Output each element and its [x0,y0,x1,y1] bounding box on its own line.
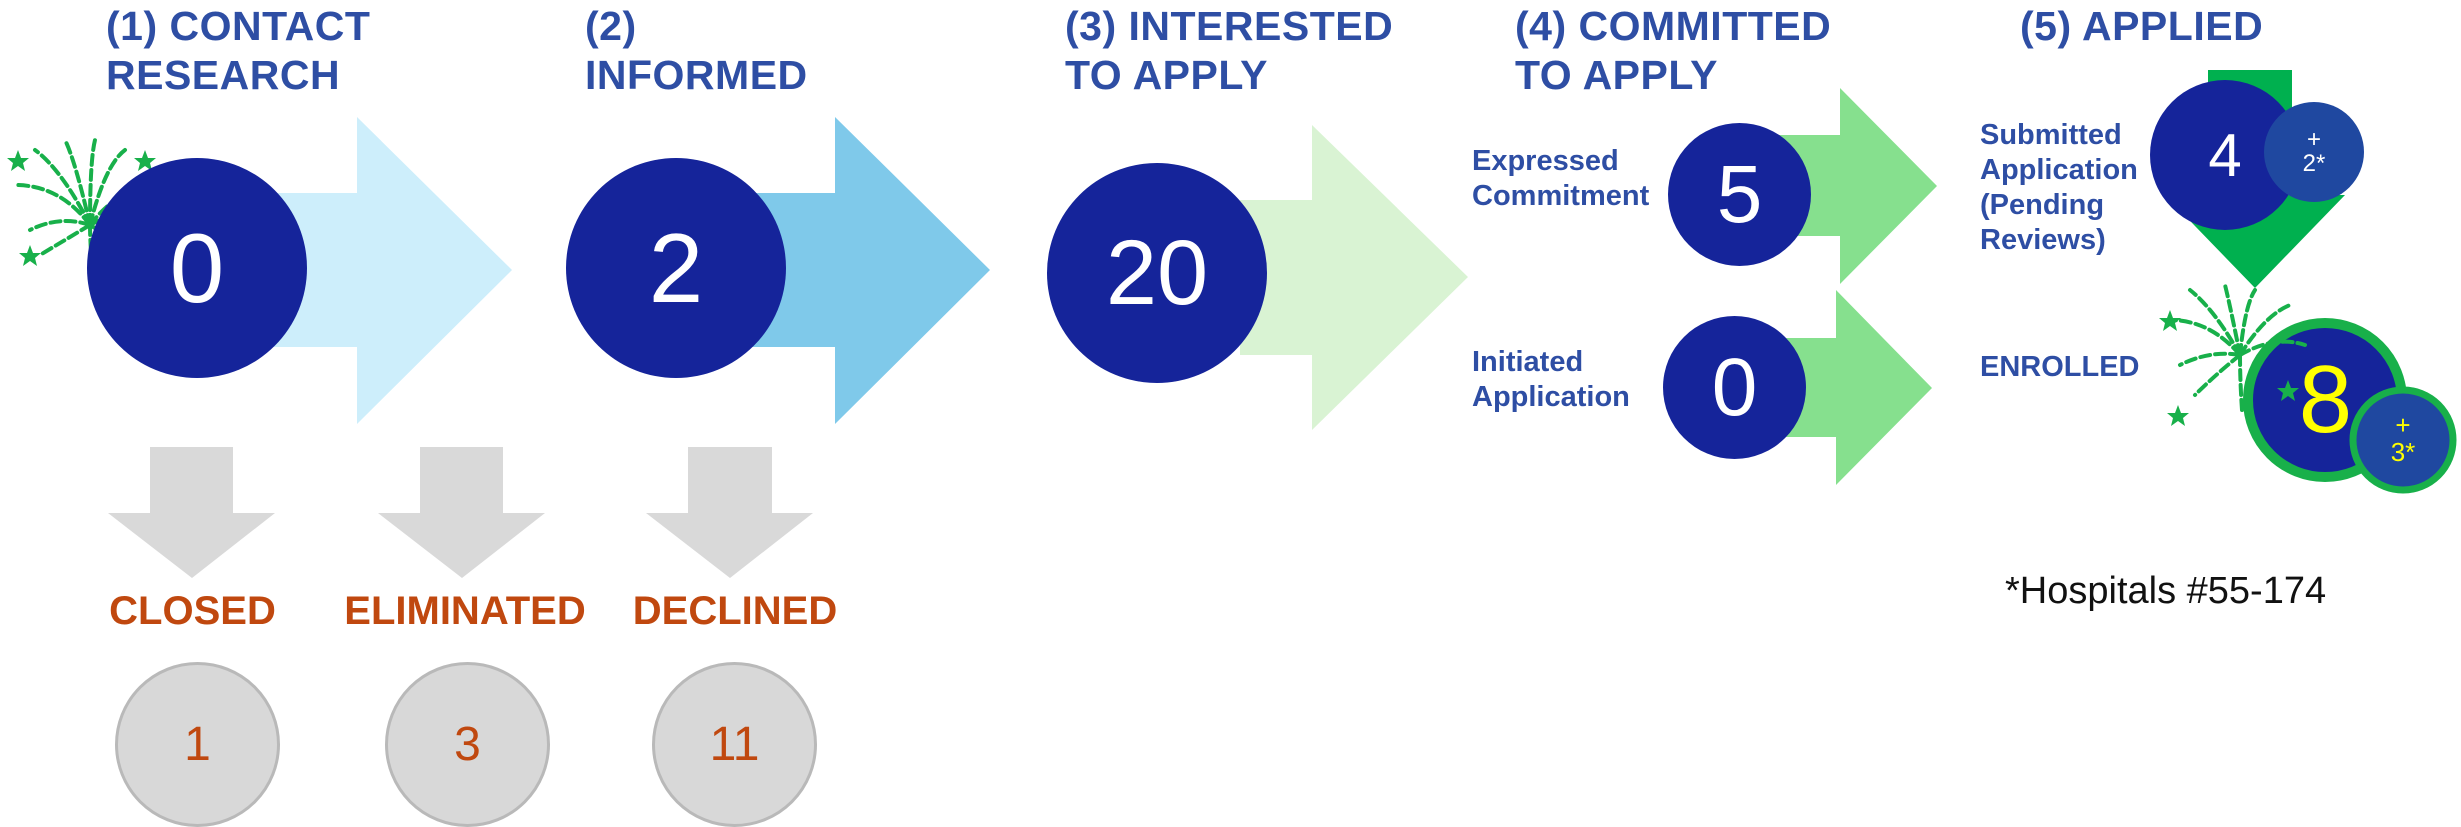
stage-2-count: 2 [566,158,786,378]
star-icon [2159,310,2299,426]
enrolled-count: 8 [2298,346,2353,453]
stage-5-title: (5) APPLIED [2020,3,2264,49]
fireworks-icon [2168,283,2307,412]
exit-closed-count: 1 [115,662,280,827]
arrow-right-icon [1240,125,1468,430]
enrolled-extra-circle [2349,386,2457,494]
footnote: *Hospitals #55-174 [2005,570,2327,612]
arrow-down-icon [646,447,813,578]
stage-3-count: 20 [1047,163,1267,383]
arrow-right-icon [1760,88,1937,284]
exit-declined-label: DECLINED [632,589,838,633]
submitted-extra-plus: + [2306,126,2321,153]
enrolled-extra-badge: + 3* [2355,412,2451,466]
enrolled-extra-plus: + [2395,410,2411,440]
arrow-right-icon [1760,290,1932,485]
stage-1-count: 0 [87,158,307,378]
exit-eliminated-count: 3 [385,662,550,827]
arrow-down-icon [378,447,545,578]
exit-eliminated-label: ELIMINATED [344,589,586,633]
enrolled-label: ENROLLED [1980,351,2140,383]
submitted-extra-badge: + 2* [2264,102,2364,202]
enrolled-extra-value: 3* [2390,437,2416,467]
arrow-right-icon [260,117,512,424]
stage-2-title: (2)INFORMED [585,3,808,98]
exit-declined-count: 11 [652,662,817,827]
exit-closed-label: CLOSED [109,589,276,633]
arrow-down-icon [108,447,275,578]
initiated-application-count: 0 [1663,316,1806,459]
submitted-extra-value: 2* [2302,150,2326,177]
arrow-right-icon [740,117,990,424]
expressed-commitment-count: 5 [1668,123,1811,266]
